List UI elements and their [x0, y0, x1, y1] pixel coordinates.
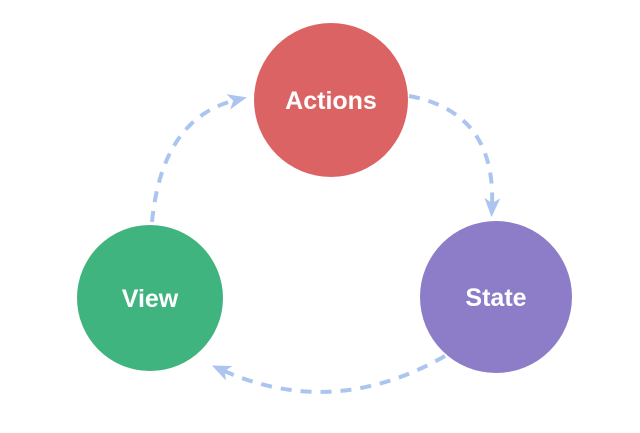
state-label: State: [465, 284, 526, 312]
arrow-view-to-actions: [150, 94, 247, 223]
view-circle: [77, 225, 223, 371]
actions-label: Actions: [285, 87, 377, 115]
actions-node: Actions: [254, 23, 408, 177]
arrow-state-to-view: [211, 354, 446, 394]
view-label: View: [122, 285, 179, 313]
arrow-actions-to-state: [408, 94, 501, 218]
state-circle: [420, 221, 572, 373]
actions-circle: [254, 23, 408, 177]
state-node: State: [420, 221, 572, 373]
view-node: View: [77, 225, 223, 371]
